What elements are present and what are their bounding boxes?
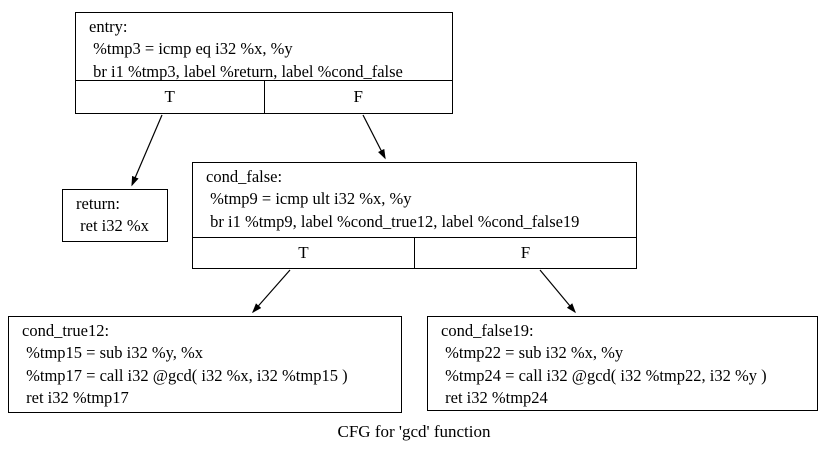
edge-cond-false-false-to-cond-false19 [539,269,576,314]
instruction-line: ret i32 %tmp24 [441,388,548,408]
node-cond-false-branch-true[interactable]: T [193,238,415,268]
instruction-line: %tmp15 = sub i32 %y, %x [22,343,204,363]
node-entry-branch-row: T F [76,80,452,113]
instruction-line: %tmp9 = icmp ult i32 %x, %y [206,189,412,209]
node-cond-true12-body: cond_true12: %tmp15 = sub i32 %y, %x %tm… [9,317,401,412]
node-entry-branch-true[interactable]: T [76,81,265,113]
block-label: return: [76,194,120,213]
edge-entry-true-to-return [131,114,163,187]
block-label: entry: [89,17,128,36]
node-return[interactable]: return: ret i32 %x [62,189,168,242]
node-cond-false19[interactable]: cond_false19: %tmp22 = sub i32 %x, %y %t… [427,316,818,411]
instruction-line: %tmp22 = sub i32 %x, %y [441,343,624,363]
node-cond-false-branch-false[interactable]: F [520,243,531,262]
instruction-line: %tmp3 = icmp eq i32 %x, %y [89,39,293,59]
instruction-line: ret i32 %tmp17 [22,388,129,408]
node-entry-body: entry: %tmp3 = icmp eq i32 %x, %y br i1 … [76,13,452,80]
node-entry[interactable]: entry: %tmp3 = icmp eq i32 %x, %y br i1 … [75,12,453,114]
node-cond-false19-body: cond_false19: %tmp22 = sub i32 %x, %y %t… [428,317,817,410]
block-label: cond_false: [206,167,283,186]
edge-entry-false-to-cond-false [362,114,386,160]
instruction-line: ret i32 %x [76,216,149,236]
block-label: cond_false19: [441,321,534,340]
instruction-line: %tmp24 = call i32 @gcd( i32 %tmp22, i32 … [441,365,767,385]
edge-cond-false-true-to-cond-true12 [252,269,291,314]
instruction-line: br i1 %tmp3, label %return, label %cond_… [89,61,403,80]
graph-title: CFG for 'gcd' function [337,422,491,441]
instruction-line: %tmp17 = call i32 @gcd( i32 %x, i32 %tmp… [22,365,348,385]
node-cond-false-body: cond_false: %tmp9 = icmp ult i32 %x, %y … [193,163,636,237]
node-return-body: return: ret i32 %x [63,190,167,241]
node-cond-true12[interactable]: cond_true12: %tmp15 = sub i32 %y, %x %tm… [8,316,402,413]
block-label: cond_true12: [22,321,110,340]
node-cond-false[interactable]: cond_false: %tmp9 = icmp ult i32 %x, %y … [192,162,637,269]
node-entry-branch-false[interactable]: F [353,87,363,106]
instruction-line: br i1 %tmp9, label %cond_true12, label %… [206,211,580,231]
node-cond-false-branch-row: T F [193,237,636,268]
